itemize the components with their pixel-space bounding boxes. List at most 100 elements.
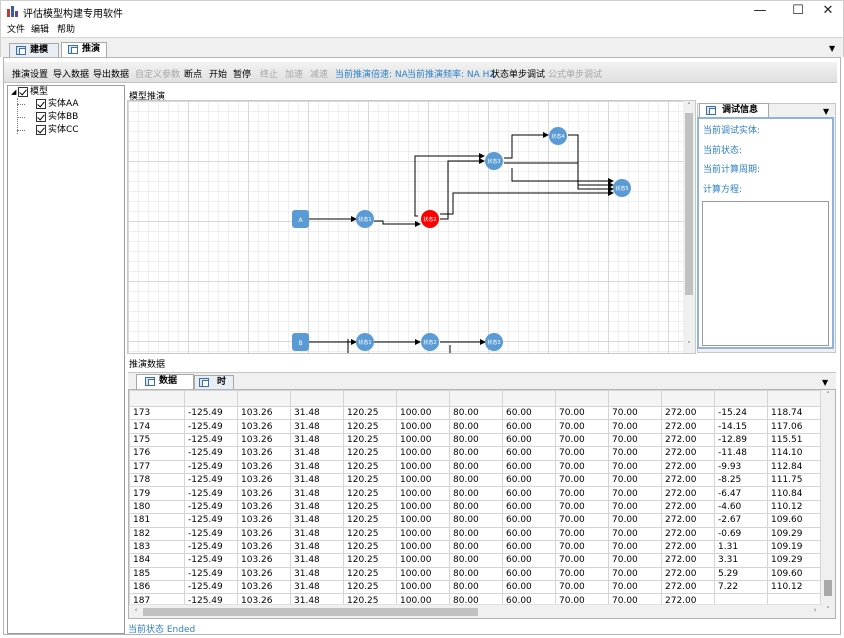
table-cell[interactable]: 120.25: [343, 446, 397, 461]
table-cell[interactable]: -125.49: [184, 499, 238, 515]
table-cell[interactable]: 120.25: [343, 566, 397, 582]
row-index-cell[interactable]: 186: [129, 580, 185, 595]
row-index-cell[interactable]: 185: [129, 566, 185, 582]
data-dropdown-icon[interactable]: ▼: [822, 378, 829, 387]
table-cell[interactable]: 272.00: [661, 486, 715, 501]
table-cell[interactable]: 60.00: [502, 566, 556, 582]
table-cell[interactable]: 70.00: [608, 499, 662, 515]
table-cell[interactable]: 7.22: [714, 580, 768, 595]
table-cell[interactable]: 60.00: [502, 432, 556, 448]
table-cell[interactable]: -125.49: [184, 432, 238, 448]
table-cell[interactable]: 103.26: [237, 459, 291, 474]
row-index-cell[interactable]: 177: [129, 459, 185, 474]
table-cell[interactable]: 80.00: [449, 405, 503, 421]
breakpoint-button[interactable]: 断点: [184, 70, 203, 80]
table-cell[interactable]: 60.00: [502, 419, 556, 434]
table-cell[interactable]: -125.49: [184, 566, 238, 582]
speed-up-button[interactable]: 加速: [285, 70, 304, 80]
table-cell[interactable]: -9.93: [714, 459, 768, 474]
table-cell[interactable]: 60.00: [502, 526, 556, 541]
table-cell[interactable]: 111.75: [767, 472, 821, 488]
row-index-cell[interactable]: 183: [129, 539, 185, 555]
canvas-vertical-scrollbar[interactable]: ˄ ˅: [683, 101, 695, 353]
table-cell[interactable]: 120.25: [343, 419, 397, 434]
table-cell[interactable]: 70.00: [608, 486, 662, 501]
menu-edit[interactable]: 编辑: [31, 25, 50, 35]
table-cell[interactable]: 120.25: [343, 486, 397, 501]
tree-root[interactable]: ◢模型: [8, 87, 48, 99]
entity-checkbox[interactable]: [36, 125, 46, 135]
table-cell[interactable]: 100.00: [396, 472, 450, 488]
scroll-down-icon[interactable]: ˅: [687, 341, 691, 349]
table-cell[interactable]: 114.10: [767, 446, 821, 461]
table-cell[interactable]: 100.00: [396, 526, 450, 541]
table-cell[interactable]: 70.00: [555, 486, 609, 501]
table-cell[interactable]: 272.00: [661, 566, 715, 582]
table-cell[interactable]: 272.00: [661, 526, 715, 541]
table-cell[interactable]: -2.67: [714, 513, 768, 528]
table-cell[interactable]: 70.00: [555, 446, 609, 461]
table-cell[interactable]: 100.00: [396, 419, 450, 434]
tab-simulation[interactable]: 推演: [61, 42, 107, 59]
tab-modeling[interactable]: 建模: [9, 43, 59, 58]
table-cell[interactable]: 120.25: [343, 526, 397, 541]
table-cell[interactable]: 80.00: [449, 580, 503, 595]
tab-timing[interactable]: 时序: [194, 375, 234, 400]
pause-button[interactable]: 暂停: [233, 70, 252, 80]
scroll-thumb[interactable]: [824, 580, 832, 596]
table-cell[interactable]: 103.26: [237, 486, 291, 501]
table-cell[interactable]: 31.48: [290, 499, 344, 515]
table-cell[interactable]: 70.00: [608, 513, 662, 528]
table-cell[interactable]: 103.26: [237, 419, 291, 434]
tree-item-bb[interactable]: 实体BB: [36, 112, 78, 124]
row-index-cell[interactable]: 174: [129, 419, 185, 434]
table-cell[interactable]: -125.49: [184, 553, 238, 568]
table-cell[interactable]: 31.48: [290, 513, 344, 528]
close-button[interactable]: ✕: [822, 3, 834, 18]
table-cell[interactable]: 70.00: [608, 405, 662, 421]
table-cell[interactable]: 120.25: [343, 499, 397, 515]
entity-checkbox[interactable]: [36, 99, 46, 109]
table-cell[interactable]: 80.00: [449, 472, 503, 488]
table-cell[interactable]: 272.00: [661, 459, 715, 474]
table-cell[interactable]: 103.26: [237, 472, 291, 488]
table-cell[interactable]: 60.00: [502, 580, 556, 595]
state-step-debug-button[interactable]: 状态单步调试: [491, 70, 546, 80]
table-cell[interactable]: 5.29: [714, 566, 768, 582]
stop-button[interactable]: 终止: [260, 70, 279, 80]
table-cell[interactable]: 31.48: [290, 472, 344, 488]
table-cell[interactable]: 272.00: [661, 580, 715, 595]
table-cell[interactable]: 103.26: [237, 553, 291, 568]
table-cell[interactable]: 272.00: [661, 539, 715, 555]
table-cell[interactable]: 272.00: [661, 405, 715, 421]
table-cell[interactable]: 70.00: [608, 566, 662, 582]
scroll-up-icon[interactable]: ˄: [687, 102, 691, 110]
table-cell[interactable]: -125.49: [184, 405, 238, 421]
table-cell[interactable]: 115.51: [767, 432, 821, 448]
table-cell[interactable]: 70.00: [555, 405, 609, 421]
table-cell[interactable]: 109.60: [767, 566, 821, 582]
table-cell[interactable]: 70.00: [555, 419, 609, 434]
table-cell[interactable]: -125.49: [184, 539, 238, 555]
table-cell[interactable]: 70.00: [608, 459, 662, 474]
table-cell[interactable]: -8.25: [714, 472, 768, 488]
table-cell[interactable]: 120.25: [343, 459, 397, 474]
scroll-thumb[interactable]: [143, 608, 478, 616]
equation-textbox[interactable]: [702, 201, 829, 346]
table-cell[interactable]: 70.00: [555, 459, 609, 474]
table-cell[interactable]: 70.00: [608, 446, 662, 461]
table-cell[interactable]: 120.25: [343, 432, 397, 448]
table-cell[interactable]: -12.89: [714, 432, 768, 448]
table-cell[interactable]: 120.25: [343, 405, 397, 421]
table-cell[interactable]: 100.00: [396, 539, 450, 555]
row-index-cell[interactable]: 181: [129, 513, 185, 528]
table-cell[interactable]: 70.00: [608, 580, 662, 595]
table-cell[interactable]: 70.00: [555, 566, 609, 582]
